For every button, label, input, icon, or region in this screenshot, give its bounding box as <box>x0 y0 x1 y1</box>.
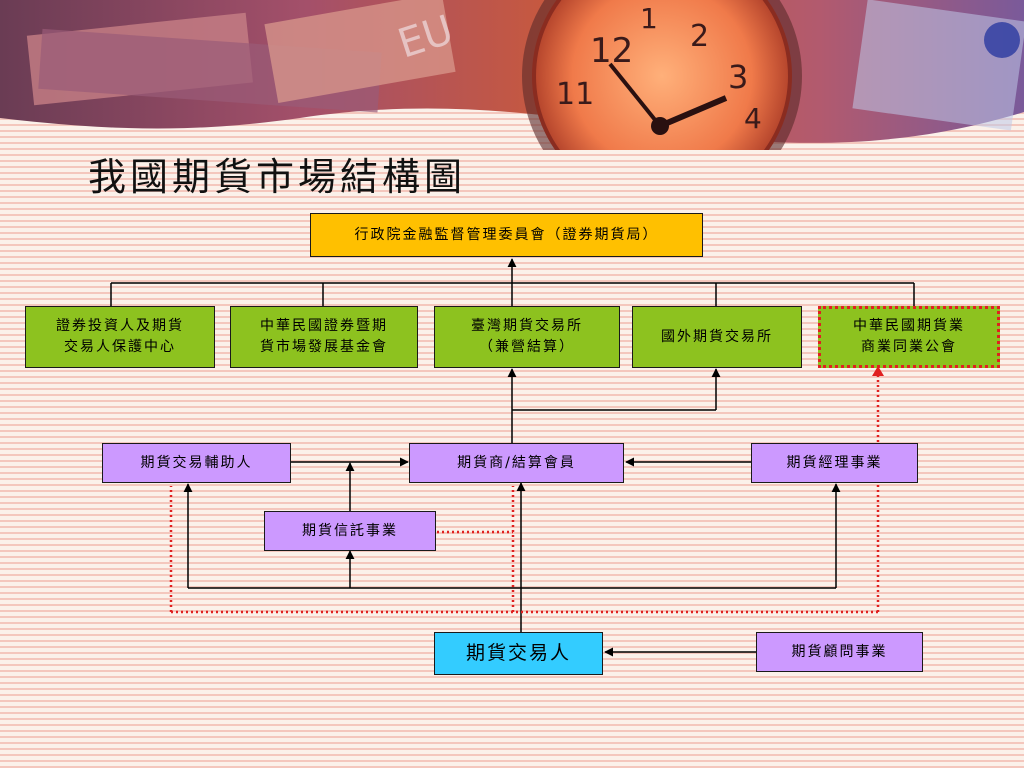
node-introducing-broker: 期貨交易輔助人 <box>102 443 291 483</box>
svg-text:4: 4 <box>744 102 762 135</box>
node-futures-association: 中華民國期貨業 商業同業公會 <box>818 306 1000 368</box>
node-futures-commission-merchant: 期貨商/結算會員 <box>409 443 624 483</box>
page-title: 我國期貨市場結構圖 <box>88 155 467 199</box>
banner-photo: EU 12 11 1 2 3 4 <box>0 0 1024 150</box>
svg-text:3: 3 <box>728 58 748 96</box>
node-futures-advisor: 期貨顧問事業 <box>756 632 923 672</box>
node-taifex: 臺灣期貨交易所 （兼營結算） <box>434 306 620 368</box>
node-regulator: 行政院金融監督管理委員會（證券期貨局） <box>310 213 703 257</box>
node-investor-protection: 證券投資人及期貨 交易人保護中心 <box>25 306 215 368</box>
svg-text:1: 1 <box>640 2 658 35</box>
node-development-fund: 中華民國證券暨期 貨市場發展基金會 <box>230 306 418 368</box>
svg-text:11: 11 <box>556 77 594 112</box>
node-foreign-exchange: 國外期貨交易所 <box>632 306 802 368</box>
node-futures-trust: 期貨信託事業 <box>264 511 436 551</box>
svg-text:2: 2 <box>690 19 709 54</box>
node-futures-trader: 期貨交易人 <box>434 632 603 675</box>
node-futures-manager: 期貨經理事業 <box>751 443 918 483</box>
